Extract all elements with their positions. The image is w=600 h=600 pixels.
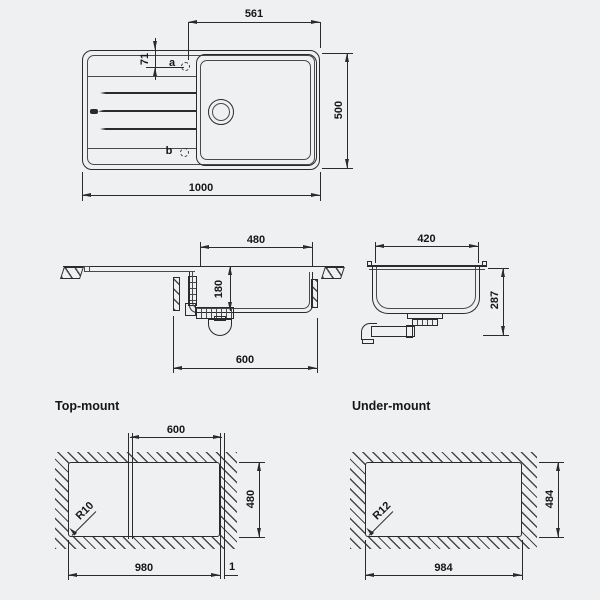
cutout-edge-right (311, 279, 318, 308)
pipe-nut (406, 325, 413, 338)
dim-420-label: 420 (417, 233, 436, 245)
dim-561-line (188, 22, 320, 24)
countertop-right-edge (321, 266, 345, 278)
countertop-left-edge (60, 266, 84, 278)
drainboard-bottom-line (88, 148, 196, 149)
dim-984-label: 984 (434, 562, 453, 574)
dim-984-line (365, 575, 522, 577)
bowl-end-inner (376, 267, 476, 309)
dim-420-line (375, 246, 478, 248)
hole-b-label: b (165, 145, 173, 157)
rim-lip-left (367, 261, 372, 267)
dim-tm-480-line (258, 462, 260, 537)
dim-1-label: 1 (228, 561, 236, 573)
drain-flange (407, 313, 443, 319)
dim-71-line (154, 38, 156, 80)
drainboard-top-line (88, 76, 196, 77)
rim-lip (84, 266, 90, 272)
drainboard-groove (100, 128, 196, 130)
cabinet-line (131, 433, 133, 539)
rim-line (367, 265, 487, 267)
dim-180-label: 180 (213, 279, 225, 299)
dim-500-line (346, 53, 348, 168)
dim-980-line (68, 575, 220, 577)
dim-1000-label: 1000 (188, 182, 214, 194)
drain-inner-circle (212, 103, 230, 121)
dim-287-line (502, 268, 504, 335)
bowl-section-outer (189, 272, 313, 313)
faucet-hole-b (180, 148, 189, 157)
dim-tm-480-label: 480 (245, 489, 257, 509)
drainboard-profile (85, 271, 195, 272)
bowl-section-inner (192, 272, 310, 309)
under-mount-cutout (365, 462, 522, 537)
hole-a-label: a (168, 57, 176, 69)
dim-180-line (229, 266, 231, 311)
pipe-outlet (362, 339, 374, 344)
under-mount-title: Under-mount (352, 399, 431, 413)
top-mount-cutout (68, 462, 220, 537)
dim-500-label: 500 (333, 100, 345, 120)
dim-287-label: 287 (489, 290, 501, 310)
cutout-edge-left (173, 277, 180, 311)
dim-600-line (173, 368, 317, 370)
dim-480-label: 480 (246, 234, 266, 246)
dim-484-label: 484 (544, 489, 556, 509)
overflow-mark (90, 109, 98, 114)
dim-980-label: 980 (134, 562, 154, 574)
dim-1000-line (82, 195, 320, 197)
bowl-inner-rim (200, 60, 311, 160)
dim-561-label: 561 (244, 8, 264, 20)
rim-lip-right (482, 261, 487, 267)
cabinet-line (128, 433, 129, 539)
dim-tm-600-line (130, 437, 222, 439)
top-mount-title: Top-mount (55, 399, 120, 413)
dim-484-line (557, 462, 559, 537)
drain-nut (412, 319, 438, 326)
drainboard-groove (98, 110, 197, 113)
dim-71-label: 71 (139, 52, 151, 66)
trap-bell (208, 319, 232, 336)
drainboard-groove (100, 92, 196, 94)
dim-600-label: 600 (235, 354, 255, 366)
dim-480-line (200, 247, 312, 249)
dim-tm-600-label: 600 (166, 424, 186, 436)
sink-outer-outline (82, 50, 320, 170)
pipe-elbow (361, 323, 377, 340)
countertop-line (63, 266, 344, 268)
drain-outer-circle (208, 99, 234, 125)
trap-elbow (185, 303, 196, 316)
